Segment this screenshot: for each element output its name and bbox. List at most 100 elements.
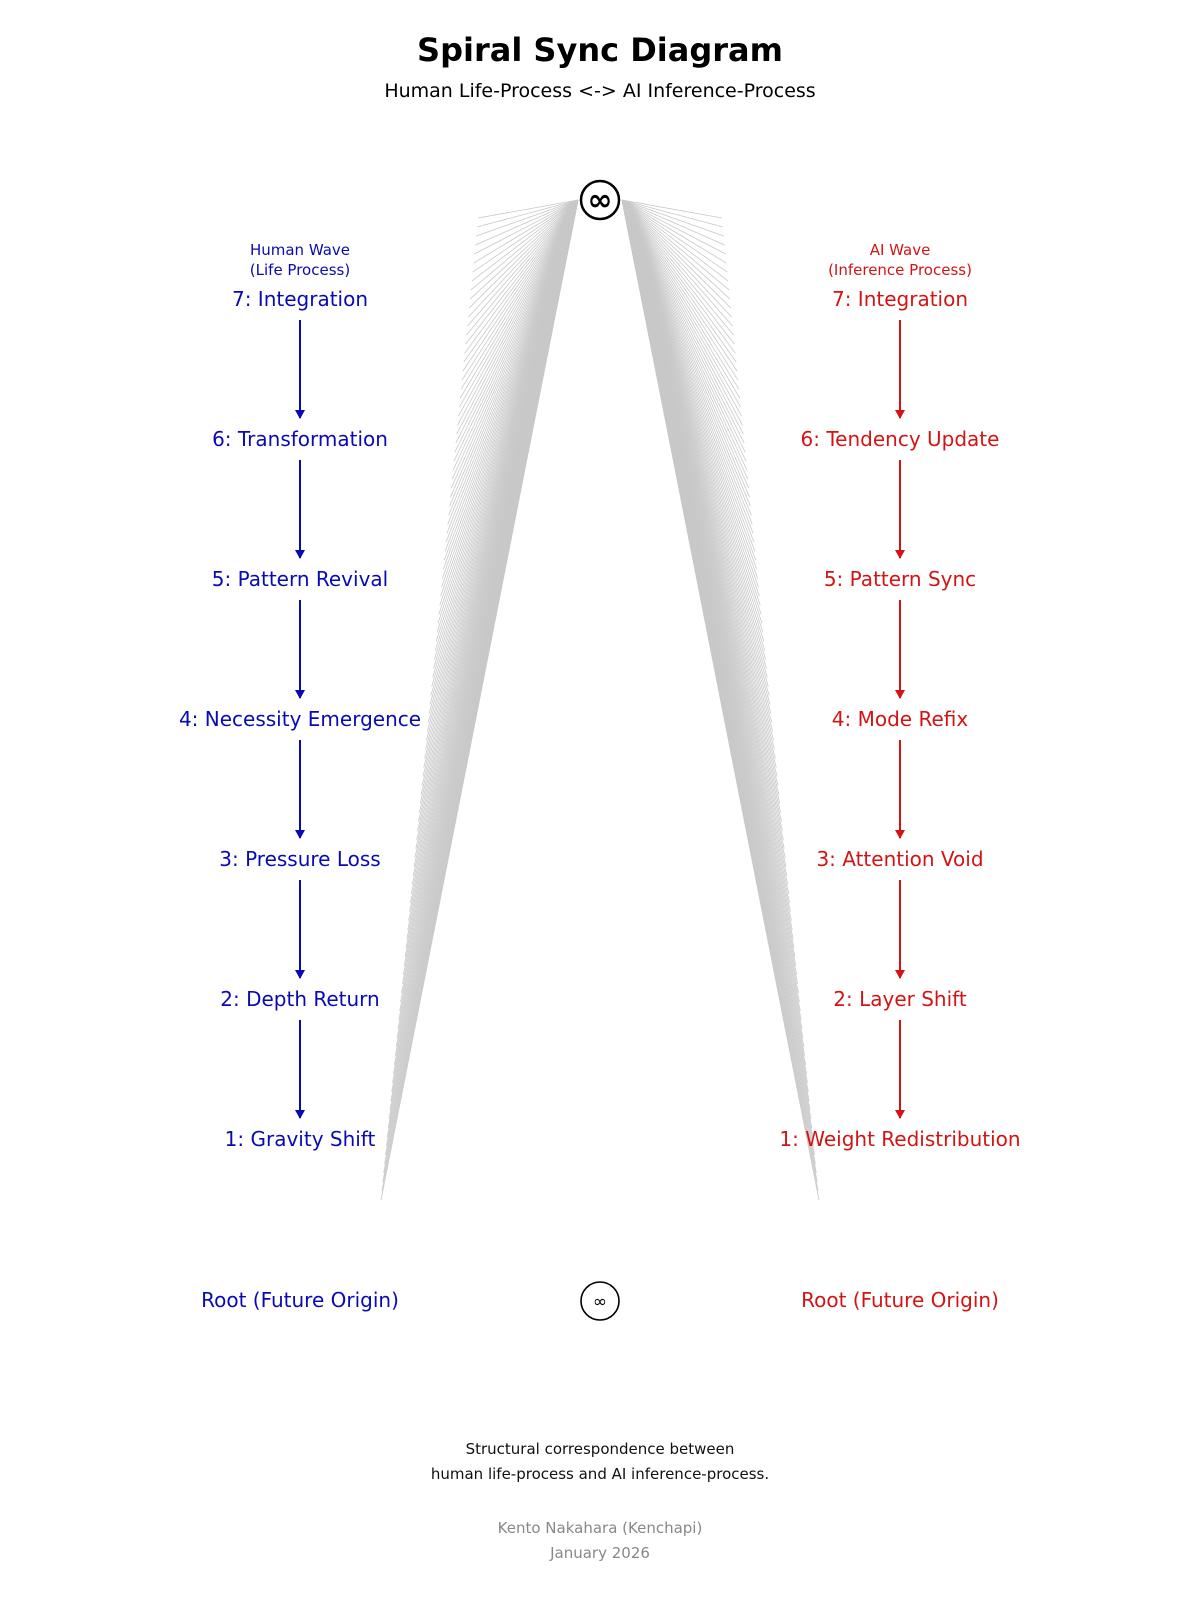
fan-line-left: [459, 199, 579, 399]
fan-line-left: [456, 199, 579, 435]
bottom-infinity-node: ∞: [580, 1281, 620, 1321]
human-stage-1: 1: Gravity Shift: [225, 1127, 376, 1151]
fan-line-left: [472, 199, 579, 273]
fan-line-left: [467, 199, 579, 327]
fan-line-right: [621, 199, 725, 246]
fan-line-left: [465, 199, 579, 345]
top-infinity-node: ∞: [579, 179, 621, 221]
human-wave-header: Human Wave: [250, 241, 350, 259]
human-stage-7: 7: Integration: [232, 287, 368, 311]
fan-line-left: [380, 199, 579, 1201]
human-stage-2: 2: Depth Return: [220, 987, 379, 1011]
fan-line-right: [621, 199, 747, 462]
fan-line-right: [621, 199, 742, 417]
fan-line-right: [621, 199, 754, 534]
fan-line-right: [621, 199, 744, 435]
right-fan-lines: [621, 199, 820, 1201]
ai-stage-3: 3: Attention Void: [816, 847, 983, 871]
fan-line-left: [470, 199, 579, 291]
fan-line-left: [458, 199, 579, 417]
fan-line-right: [621, 199, 731, 300]
fan-line-right: [621, 199, 750, 489]
fan-line-right: [621, 199, 751, 507]
fan-line-left: [447, 199, 579, 525]
fan-line-left: [474, 199, 579, 255]
diagram-subtitle: Human Life-Process <-> AI Inference-Proc…: [384, 80, 815, 102]
fan-line-right: [621, 199, 749, 480]
ai-stage-5: 5: Pattern Sync: [824, 567, 976, 591]
fan-line-left: [454, 199, 579, 453]
ai-stage-column: 7: Integration 6: Tendency Update 5: Pat…: [779, 287, 1020, 1151]
author-name: Kento Nakahara (Kenchapi): [498, 1519, 703, 1537]
fan-line-right: [621, 199, 739, 381]
fan-line-right: [621, 199, 737, 363]
fan-line-right: [621, 199, 738, 372]
fan-line-left: [461, 199, 579, 381]
ai-root-label: Root (Future Origin): [801, 1288, 999, 1312]
ai-wave-subheader: (Inference Process): [828, 261, 972, 279]
bottom-infinity-icon: ∞: [593, 1292, 607, 1312]
fan-line-left: [455, 199, 579, 444]
fan-line-right: [621, 199, 723, 219]
fan-line-right: [621, 199, 745, 444]
fan-line-right: [621, 199, 724, 237]
fan-line-left: [475, 199, 579, 246]
ai-stage-2: 2: Layer Shift: [833, 987, 967, 1011]
diagram-title: Spiral Sync Diagram: [417, 31, 783, 69]
fan-line-left: [453, 199, 579, 462]
fan-line-left: [463, 199, 579, 363]
fan-line-left: [458, 199, 579, 408]
fan-line-left: [457, 199, 579, 426]
fan-line-right: [621, 199, 743, 426]
bottom-infinity-circle: [580, 1281, 620, 1321]
fan-line-right: [621, 199, 735, 345]
ai-stage-6: 6: Tendency Update: [801, 427, 1000, 451]
fan-line-left: [477, 199, 579, 219]
fan-line-left: [449, 199, 579, 507]
ai-stage-4: 4: Mode Refix: [832, 707, 969, 731]
fan-line-left: [448, 199, 579, 516]
fan-line-left: [460, 199, 579, 390]
fan-line-left: [464, 199, 579, 354]
fan-line-right: [621, 199, 740, 390]
fan-line-left: [452, 199, 579, 471]
fan-line-left: [467, 199, 579, 318]
fan-line-right: [621, 199, 750, 498]
fan-line-left: [476, 199, 579, 237]
caption-line-2: human life-process and AI inference-proc…: [431, 1465, 769, 1483]
fan-line-right: [621, 199, 727, 264]
fan-line-left: [450, 199, 579, 489]
fan-line-right: [621, 199, 733, 327]
ai-stage-1: 1: Weight Redistribution: [779, 1127, 1020, 1151]
left-fan-lines: [380, 199, 579, 1201]
caption-line-1: Structural correspondence between: [466, 1440, 735, 1458]
fan-line-left: [466, 199, 579, 336]
fan-line-right: [621, 199, 728, 273]
ai-stage-7: 7: Integration: [832, 287, 968, 311]
human-stage-4: 4: Necessity Emergence: [179, 707, 421, 731]
fan-line-left: [462, 199, 579, 372]
fan-line-left: [473, 199, 579, 264]
human-stage-6: 6: Transformation: [212, 427, 388, 451]
fan-line-right: [621, 199, 730, 291]
human-wave-subheader: (Life Process): [250, 261, 350, 279]
human-stage-column: 7: Integration 6: Transformation 5: Patt…: [179, 287, 421, 1151]
fan-line-right: [621, 199, 748, 471]
fan-line-left: [471, 199, 579, 282]
human-root-label: Root (Future Origin): [201, 1288, 399, 1312]
fan-line-right: [621, 199, 742, 408]
fan-line-right: [621, 199, 726, 255]
fan-line-right: [621, 199, 753, 525]
top-infinity-circle: [579, 179, 621, 221]
fan-line-right: [621, 199, 729, 282]
publication-date: January 2026: [549, 1544, 650, 1562]
fan-line-right: [621, 199, 820, 1201]
fan-line-right: [621, 199, 733, 318]
fan-line-left: [446, 199, 579, 534]
fan-line-right: [621, 199, 752, 516]
fan-line-right: [621, 199, 736, 354]
fan-line-left: [450, 199, 579, 498]
fan-line-left: [469, 199, 579, 300]
fan-line-left: [451, 199, 579, 480]
